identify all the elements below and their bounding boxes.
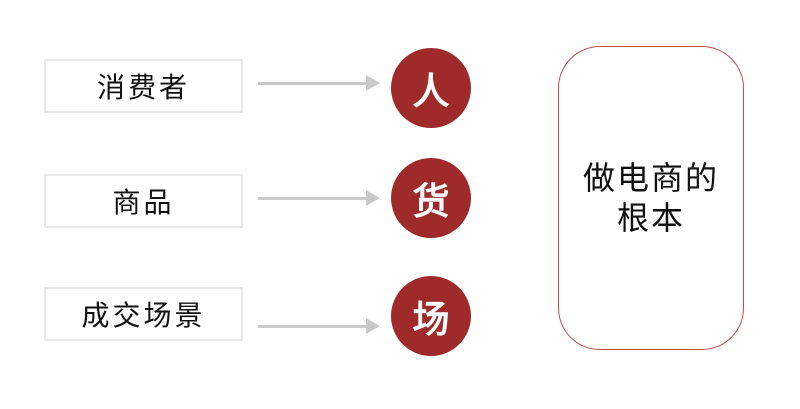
circle-place: 场 <box>391 276 471 356</box>
label-box-product: 商品 <box>44 174 243 228</box>
circle-text-place: 场 <box>412 300 450 341</box>
label-text-consumer: 消费者 <box>96 73 190 104</box>
label-box-consumer: 消费者 <box>44 59 243 113</box>
label-text-transaction-scene: 成交场景 <box>81 301 206 332</box>
panel-text-line1: 做电商的 <box>582 160 719 196</box>
arrow-shaft <box>258 196 366 200</box>
arrow-right-icon <box>258 75 380 91</box>
panel-text-line2: 根本 <box>616 200 685 236</box>
label-box-transaction-scene: 成交场景 <box>44 287 243 341</box>
circle-goods: 货 <box>391 158 471 238</box>
label-text-product: 商品 <box>112 188 175 219</box>
arrow-right-icon <box>258 318 380 334</box>
circle-text-goods: 货 <box>412 182 450 223</box>
arrow-shaft <box>258 81 366 85</box>
arrow-head <box>366 318 380 334</box>
essence-panel: 做电商的 根本 <box>558 46 744 350</box>
circle-people: 人 <box>391 48 471 128</box>
circle-text-people: 人 <box>412 72 450 113</box>
arrow-head <box>366 190 380 206</box>
arrow-head <box>366 75 380 91</box>
arrow-right-icon <box>258 190 380 206</box>
arrow-shaft <box>258 324 366 328</box>
